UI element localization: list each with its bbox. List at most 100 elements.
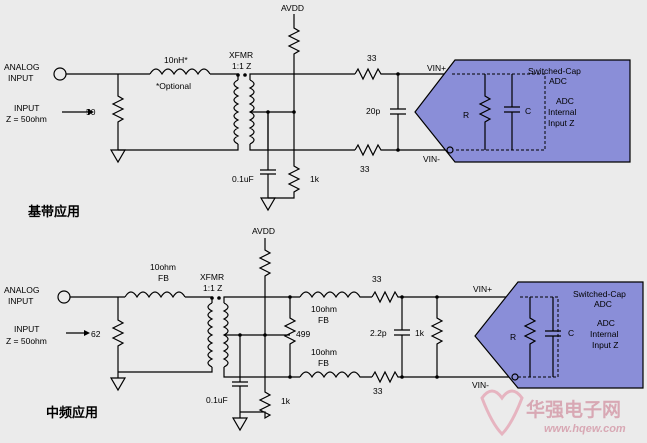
ferrite-bead-symbol (299, 291, 372, 299)
adc-capacitor-symbol (545, 297, 561, 377)
resistor-symbol (354, 143, 398, 157)
adc-c-label: C (568, 328, 574, 338)
ground-icon (231, 417, 249, 432)
junction-dot (292, 110, 296, 114)
cap-label: 0.1uF (232, 174, 254, 184)
wire (249, 73, 355, 80)
term-resistor-label: 50 (86, 107, 96, 117)
resistor-symbol (283, 297, 297, 377)
resistor-symbol (111, 297, 125, 372)
resistor-symbol (371, 290, 520, 304)
adc-c-label: C (525, 106, 531, 116)
input-z-label: INPUT (14, 324, 40, 334)
if-circuit (57, 238, 644, 432)
ground-icon (109, 377, 127, 392)
baseband-caption: 基带应用 (27, 204, 80, 220)
resistor-label: 33 (367, 53, 377, 63)
if-labels: ANALOG INPUT INPUT Z = 50ohm 62 10ohm FB… (4, 226, 626, 421)
capacitor-symbol (260, 150, 276, 198)
baseband-circuit (53, 14, 631, 212)
junction-dot (435, 375, 439, 379)
wire (249, 144, 355, 151)
watermark-name: 华强电子网 (526, 398, 621, 421)
inverting-input-icon (446, 146, 454, 154)
cap-label: 0.1uF (206, 395, 228, 405)
input-connector-icon (57, 290, 71, 304)
wire (185, 296, 213, 303)
avdd-label: AVDD (252, 226, 275, 236)
transformer-primary (233, 79, 240, 145)
adc-resistor-symbol (478, 74, 492, 150)
input-label: ANALOG (4, 62, 39, 72)
wire (210, 73, 239, 80)
cap-label: 2.2p (370, 328, 387, 338)
adc-internal-wire (452, 73, 546, 151)
fb-label: 10ohm (150, 262, 176, 272)
cap-label: 20p (366, 106, 380, 116)
junction-dot (238, 333, 242, 337)
adc-z-label: ADC (556, 96, 574, 106)
xfmr-label: XFMR (200, 272, 224, 282)
input-label: ANALOG (4, 285, 39, 295)
wire (118, 367, 213, 373)
arrow-head-icon (84, 330, 90, 336)
resistor-symbol (354, 67, 398, 81)
fb-label: 10ohm (311, 347, 337, 357)
fb-label: FB (158, 273, 169, 283)
resistor-label: 1k (310, 174, 320, 184)
wire (118, 144, 239, 151)
inductor-symbol (149, 68, 211, 76)
capacitor-symbol (232, 335, 248, 412)
capacitor-symbol (394, 297, 410, 377)
adc-z-label: ADC (597, 318, 615, 328)
resistor-symbol (111, 74, 125, 150)
resistor-label: 1k (415, 328, 425, 338)
resistor-label: 33 (373, 386, 383, 396)
ferrite-bead-symbol (299, 371, 372, 379)
input-z-label: Z = 50ohm (6, 114, 47, 124)
resistor-symbol (430, 297, 444, 377)
adc-z-label: Input Z (548, 118, 574, 128)
adc-z-label: Internal (548, 107, 576, 117)
xfmr-label: XFMR (229, 50, 253, 60)
adc-r-label: R (510, 332, 516, 342)
dot-icon (210, 296, 214, 300)
transformer-primary (207, 302, 214, 368)
if-caption: 中频应用 (46, 405, 98, 421)
input-z-label: Z = 50ohm (6, 336, 47, 346)
fb-label: FB (318, 358, 329, 368)
input-label: INPUT (8, 296, 34, 306)
input-label: INPUT (8, 73, 34, 83)
xfmr-ratio-label: 1:1 Z (232, 61, 251, 71)
input-z-label: INPUT (14, 103, 40, 113)
xfmr-ratio-label: 1:1 Z (203, 283, 222, 293)
term-resistor-label: 62 (91, 329, 101, 339)
adc-internal-wire (518, 296, 559, 378)
resistor-label: 33 (372, 274, 382, 284)
adc-title: Switched-Cap (528, 66, 581, 76)
junction-dot (400, 375, 404, 379)
dot-icon (236, 73, 240, 77)
junction-dot (266, 110, 270, 114)
adc-resistor-symbol (523, 297, 537, 377)
junction-dot (435, 295, 439, 299)
adc-title: ADC (549, 76, 567, 86)
resistor-symbol (371, 370, 512, 384)
junction-dot (288, 295, 292, 299)
watermark-url: www.hqew.com (544, 423, 626, 435)
input-connector-icon (53, 67, 67, 81)
optional-note: *Optional (156, 81, 191, 91)
vin-plus-label: VIN+ (427, 63, 446, 73)
adc-z-label: Internal (590, 329, 618, 339)
baseband-labels: ANALOG INPUT INPUT Z = 50ohm 50 10nH* *O… (4, 3, 581, 220)
fb-label: 10ohm (311, 304, 337, 314)
vin-plus-label: VIN+ (473, 284, 492, 294)
ferrite-bead-symbol (124, 291, 186, 299)
adc-block (414, 59, 631, 163)
adc-title: ADC (594, 299, 612, 309)
resistor-label: 499 (296, 329, 310, 339)
adc-z-label: Input Z (592, 340, 618, 350)
wire (223, 367, 300, 378)
arrow-head-icon (88, 109, 94, 115)
